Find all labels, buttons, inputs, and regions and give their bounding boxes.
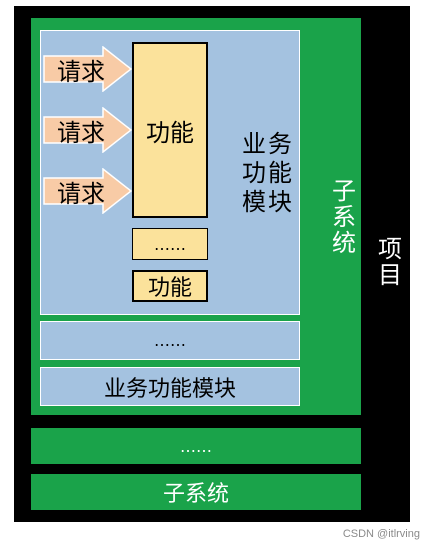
subsystem-main-label: 子系统 <box>327 178 356 256</box>
function-main: 功能 <box>132 42 208 218</box>
request-arrow: 请求 <box>43 107 133 153</box>
subsystem-ellipsis: …… <box>31 428 361 464</box>
business-module-main-label: 业务功能模块 <box>242 129 294 216</box>
project-label: 项目 <box>373 236 402 288</box>
business-module-ellipsis: …… <box>40 321 300 360</box>
subsystem-bottom: 子系统 <box>31 474 361 510</box>
request-label: 请求 <box>57 179 105 208</box>
arrow-icon <box>43 168 133 214</box>
function-small: 功能 <box>132 270 208 302</box>
function-ellipsis: …… <box>132 228 208 260</box>
request-arrow: 请求 <box>43 46 133 92</box>
request-label: 请求 <box>57 57 105 86</box>
request-arrow: 请求 <box>43 168 133 214</box>
watermark: CSDN @itlrving <box>342 528 420 540</box>
arrow-icon <box>43 107 133 153</box>
business-module-bottom: 业务功能模块 <box>40 367 300 406</box>
request-label: 请求 <box>57 118 105 147</box>
arrow-icon <box>43 46 133 92</box>
